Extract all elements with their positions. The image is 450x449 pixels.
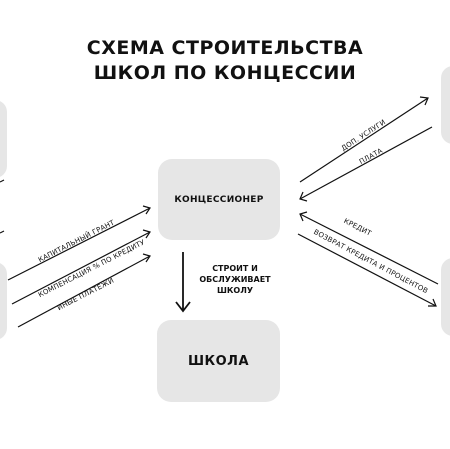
build-caption-line-3: ШКОЛУ [216,286,254,295]
left-bottom-node [0,262,7,340]
credit-arrow [299,213,439,285]
compensation-arrowhead [142,229,151,239]
concessionaire-label: КОНЦЕССИОНЕР [174,194,264,205]
other-payments-arrowhead [142,253,151,263]
other-payments-arrow [17,255,151,328]
extra-services-arrow [299,97,429,183]
diagram-title: СХЕМА СТРОИТЕЛЬСТВА ШКОЛ ПО КОНЦЕССИИ [0,36,450,86]
payment-arrowhead [299,191,308,202]
build-caption-line-1: СТРОИТ И [212,264,258,273]
left-top-node [0,100,7,178]
loan-return-arrow [297,233,437,307]
compensation-arrow [11,231,151,305]
build-caption-line-2: ОБСЛУЖИВАЕТ [199,275,271,284]
capital-grant-arrowhead [142,205,151,215]
left-edge-tick-2 [0,230,5,234]
build-caption: СТРОИТ И ОБСЛУЖИВАЕТ ШКОЛУ [198,263,272,296]
credit-arrowhead [299,211,308,222]
title-line-2: ШКОЛ ПО КОНЦЕССИИ [93,62,357,84]
extra-services-arrowhead [419,96,429,106]
concessionaire-node: КОНЦЕССИОНЕР [158,159,280,240]
school-node: ШКОЛА [157,320,280,402]
right-top-node [441,66,450,144]
loan-return-arrowhead [428,298,437,307]
left-edge-tick-1 [0,179,5,183]
payment-arrow [299,126,433,200]
build-arrowhead [175,301,191,313]
school-label: ШКОЛА [187,353,250,369]
title-line-1: СХЕМА СТРОИТЕЛЬСТВА [86,37,364,59]
capital-grant-arrow [7,207,151,281]
right-bottom-node [441,258,450,336]
